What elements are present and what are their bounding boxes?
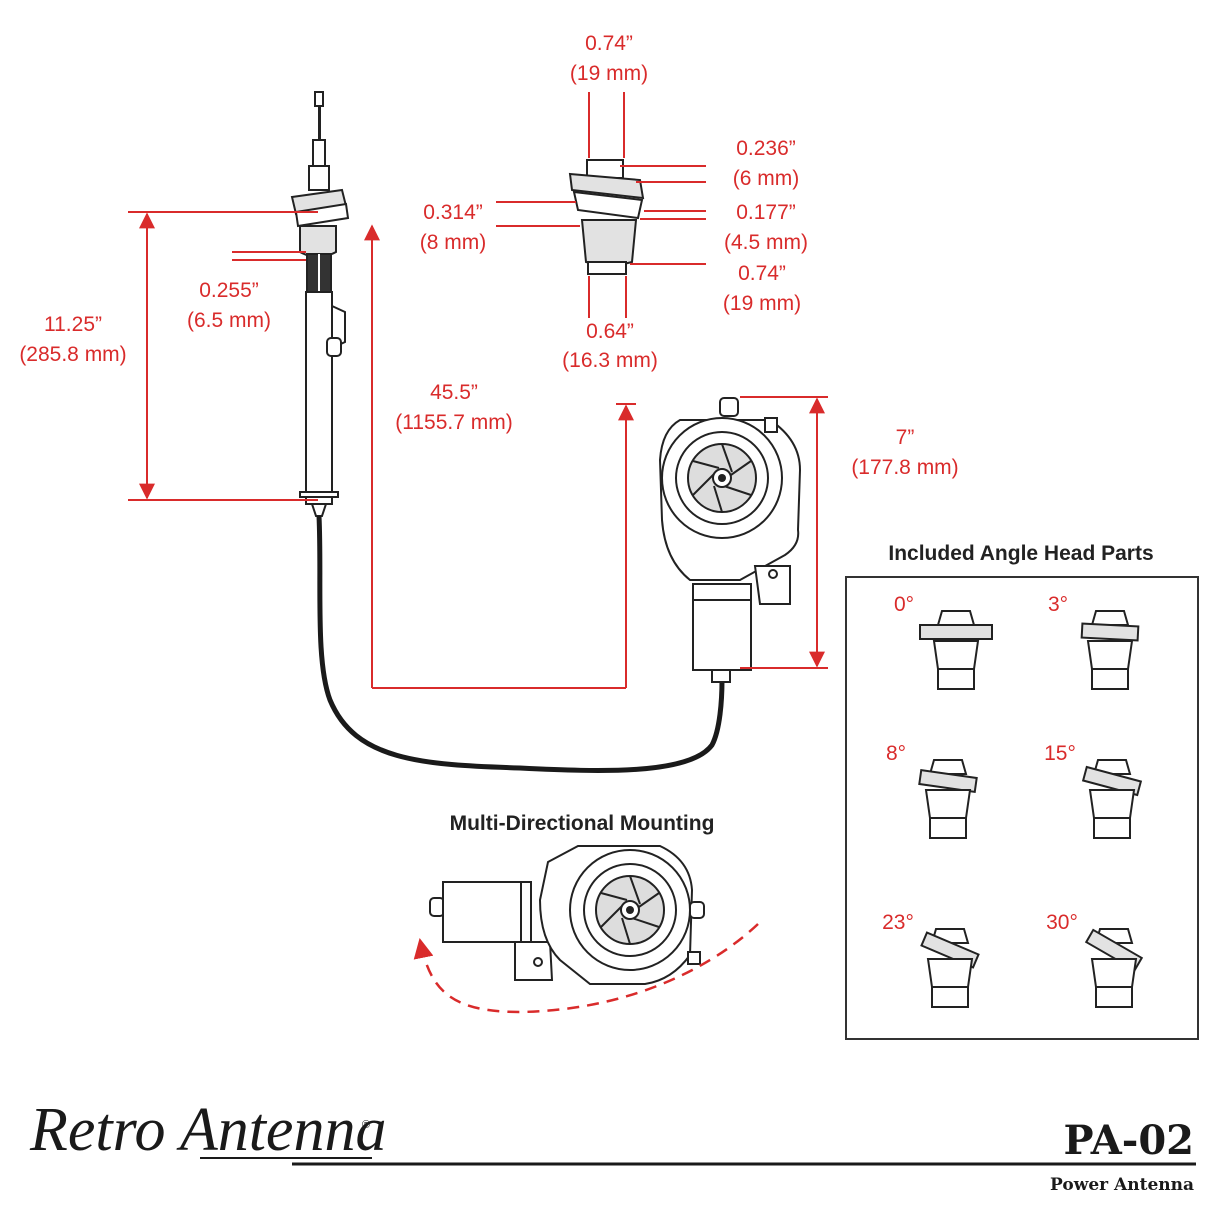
top-width-in: 0.74”	[585, 32, 633, 55]
angle-parts-grid: 0° 3° 8° 15° 23° 30°	[882, 593, 1144, 1008]
collar-height-mm: (6 mm)	[733, 167, 800, 190]
antenna-mast	[290, 91, 350, 517]
brand-logo: Retro Antenna ®	[29, 1096, 386, 1164]
brand-name: Retro Antenna	[29, 1096, 386, 1164]
mast-length-mm: (285.8 mm)	[19, 343, 126, 366]
base-width-in: 0.64”	[586, 320, 634, 343]
dimension-lines	[128, 211, 828, 689]
mast-width-mm: (6.5 mm)	[187, 309, 271, 332]
product-name: Power Antenna	[1050, 1175, 1194, 1195]
angle-part: 3°	[1048, 593, 1140, 690]
registered-mark: ®	[362, 1119, 370, 1131]
ring-height-mm: (4.5 mm)	[724, 231, 808, 254]
rotation-arrow	[413, 923, 759, 1014]
angle-part: 23°	[882, 911, 980, 1008]
base-width-mm: (16.3 mm)	[562, 349, 658, 372]
ring-height-in: 0.177”	[736, 201, 796, 224]
angle-label: 0°	[894, 593, 914, 616]
angle-label: 30°	[1046, 911, 1078, 934]
cable-length-mm: (1155.7 mm)	[395, 411, 512, 434]
lower-width-mm: (19 mm)	[723, 292, 801, 315]
angle-part: 0°	[894, 593, 993, 690]
angle-part: 15°	[1044, 742, 1143, 839]
model-number: PA-02	[1064, 1117, 1194, 1164]
mounting-motor	[429, 845, 705, 985]
angle-parts-box	[845, 576, 1199, 1040]
mast-width-in: 0.255”	[199, 279, 259, 302]
nut-height-in: 0.314”	[423, 201, 483, 224]
motor-height-mm: (177.8 mm)	[851, 456, 958, 479]
dimension-labels: 0.74” (19 mm) 0.236” (6 mm) 0.314” (8 mm…	[19, 32, 958, 479]
angle-label: 8°	[886, 742, 906, 765]
motor-height-in: 7”	[896, 426, 915, 449]
angle-parts-title: Included Angle Head Parts	[888, 542, 1153, 565]
angle-part: 8°	[886, 742, 978, 839]
nut-height-mm: (8 mm)	[420, 231, 487, 254]
angle-part: 30°	[1046, 911, 1144, 1008]
top-width-mm: (19 mm)	[570, 62, 648, 85]
motor-housing	[658, 397, 802, 683]
mast-length-in: 11.25”	[44, 313, 102, 336]
cable-length-in: 45.5”	[430, 381, 478, 404]
angle-label: 15°	[1044, 742, 1076, 765]
antenna-cable	[316, 515, 725, 773]
angle-label: 3°	[1048, 593, 1068, 616]
head-detail	[496, 92, 706, 318]
collar-height-in: 0.236”	[736, 137, 796, 160]
angle-label: 23°	[882, 911, 914, 934]
mounting-title: Multi-Directional Mounting	[450, 812, 715, 835]
lower-width-in: 0.74”	[738, 262, 786, 285]
